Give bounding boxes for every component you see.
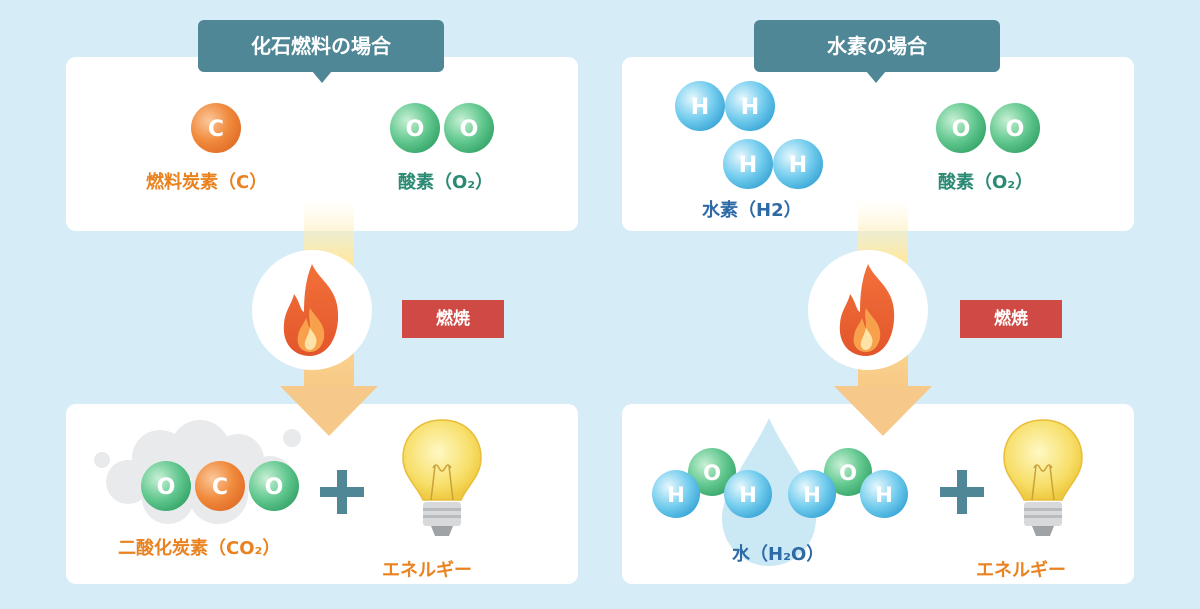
combustion-label: 燃焼: [402, 300, 504, 338]
svg-text:C: C: [208, 117, 224, 142]
svg-text:H: H: [691, 95, 709, 120]
flame-icon: [252, 250, 372, 370]
hydrogen-molecule: H H: [723, 139, 823, 189]
co2-molecule: O C O: [141, 461, 299, 511]
svg-text:H: H: [739, 153, 757, 178]
svg-text:H: H: [789, 153, 807, 178]
plus-icon: [320, 470, 364, 514]
water-label: 水（H₂O）: [732, 544, 825, 565]
oxygen-label: 酸素（O₂）: [938, 172, 1034, 193]
hydrogen-label: 水素（H2）: [702, 200, 802, 221]
hydrogen-panel: 燃焼 水素の場合 H H H H 水素（H2） O O 酸素（O₂） O H H…: [598, 0, 1158, 609]
flame-icon: [808, 250, 928, 370]
svg-text:H: H: [741, 95, 759, 120]
svg-text:O: O: [460, 117, 479, 142]
svg-text:O: O: [1006, 117, 1025, 142]
light-bulb-icon: [1003, 419, 1083, 536]
combustion-label: 燃焼: [960, 300, 1062, 338]
oxygen-molecule: O O: [390, 103, 494, 153]
water-molecules: O H H O H H: [652, 448, 908, 518]
svg-text:H: H: [875, 483, 893, 507]
svg-text:C: C: [212, 475, 228, 500]
title-pointer: [312, 71, 332, 83]
oxygen-molecule: O O: [936, 103, 1040, 153]
fossil-fuel-panel: 燃焼 化石燃料の場合 C 燃料炭素（C） O O 酸素（O₂） O C O 二酸…: [42, 0, 602, 609]
co2-label: 二酸化炭素（CO₂）: [118, 538, 281, 559]
svg-text:O: O: [703, 461, 721, 485]
energy-label: エネルギー: [976, 560, 1066, 581]
light-bulb-icon: [402, 419, 482, 536]
hydrogen-molecule: H H: [675, 81, 775, 131]
energy-label: エネルギー: [382, 560, 472, 581]
oxygen-label: 酸素（O₂）: [398, 172, 494, 193]
svg-text:O: O: [265, 475, 284, 500]
plus-icon: [940, 470, 984, 514]
svg-text:O: O: [157, 475, 176, 500]
title-pointer: [866, 71, 886, 83]
svg-text:O: O: [839, 461, 857, 485]
carbon-atom: C: [191, 103, 241, 153]
fuel-carbon-label: 燃料炭素（C）: [146, 172, 268, 193]
svg-text:O: O: [406, 117, 425, 142]
svg-text:H: H: [803, 483, 821, 507]
svg-text:H: H: [667, 483, 685, 507]
panel-title: 化石燃料の場合: [198, 20, 444, 72]
panel-title: 水素の場合: [754, 20, 1000, 72]
svg-text:H: H: [739, 483, 757, 507]
svg-text:O: O: [952, 117, 971, 142]
